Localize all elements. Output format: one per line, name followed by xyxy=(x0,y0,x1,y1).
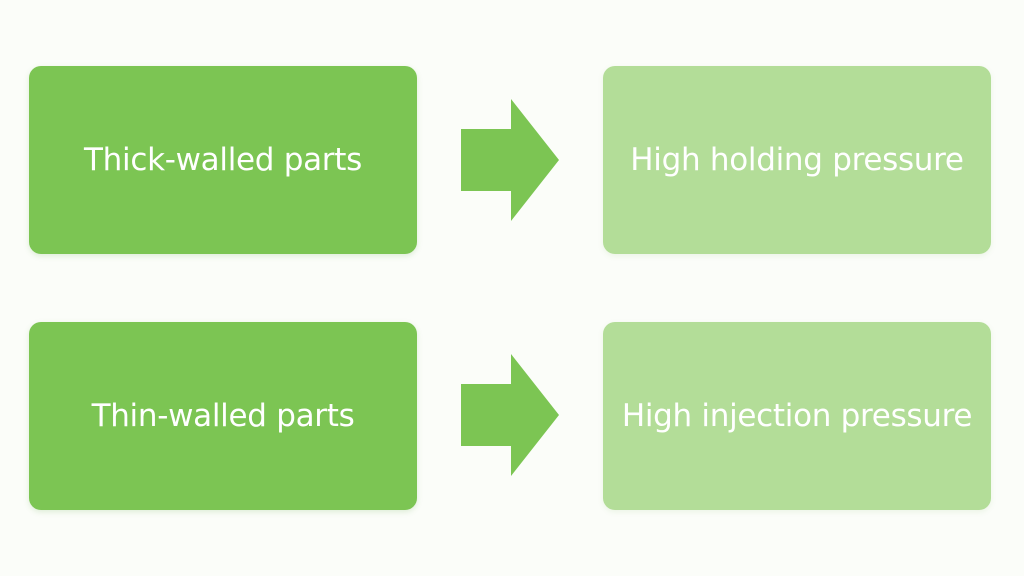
source-box-thick-walled: Thick-walled parts xyxy=(29,66,417,254)
target-box-injection-pressure: High injection pressure xyxy=(603,322,991,510)
source-box-thin-walled: Thin-walled parts xyxy=(29,322,417,510)
target-box-holding-pressure: High holding pressure xyxy=(603,66,991,254)
source-label: Thick-walled parts xyxy=(84,142,362,178)
target-label: High holding pressure xyxy=(630,142,964,178)
target-label: High injection pressure xyxy=(621,398,973,434)
right-arrow-icon xyxy=(461,99,559,221)
source-label: Thin-walled parts xyxy=(91,398,355,434)
right-arrow-icon xyxy=(461,354,559,476)
